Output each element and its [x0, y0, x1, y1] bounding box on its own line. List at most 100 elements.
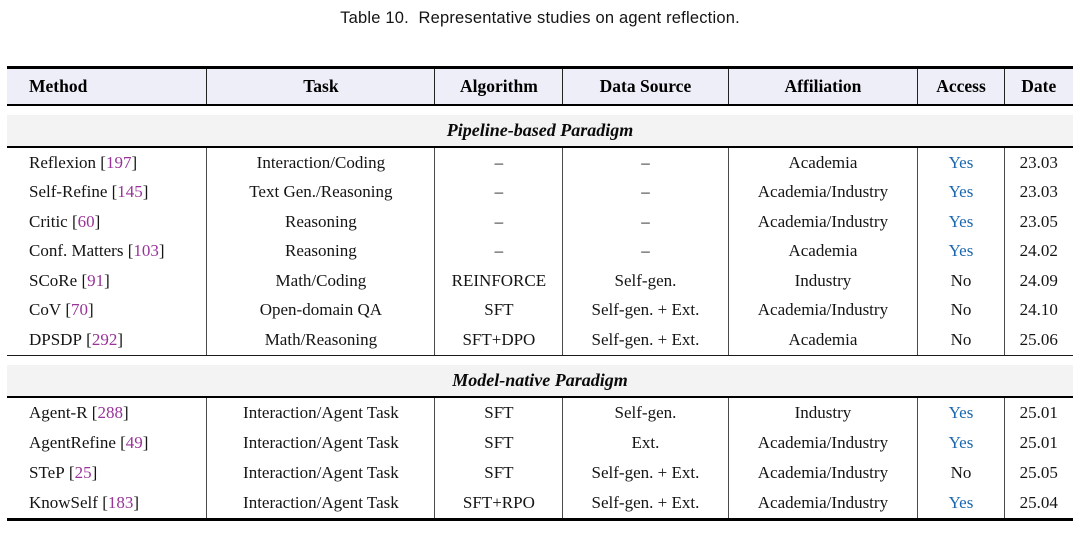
- data-source-value: –: [641, 241, 650, 261]
- affiliation-cell: Academia: [727, 325, 918, 355]
- data-source-value: Self-gen. + Ext.: [591, 462, 700, 482]
- affiliation-cell: Academia/Industry: [727, 457, 918, 488]
- column-header-access: Access: [917, 69, 1003, 104]
- date-value: 24.02: [1019, 241, 1058, 261]
- access-value: No: [950, 270, 972, 290]
- date-value: 24.10: [1019, 300, 1058, 320]
- method-name: Conf. Matters: [29, 241, 124, 261]
- access-yes-link[interactable]: Yes: [948, 402, 974, 422]
- data-source-value: –: [641, 152, 650, 172]
- algorithm-value: –: [494, 182, 504, 202]
- method-cell: Conf. Matters [103]: [29, 241, 165, 261]
- access-yes-link[interactable]: Yes: [948, 432, 974, 452]
- affiliation-cell: Academia/Industry: [727, 427, 918, 458]
- affiliation-cell: Industry: [727, 266, 918, 296]
- access-cell: No: [917, 325, 1003, 355]
- task-cell: Open-domain QA: [206, 295, 434, 325]
- access-yes-link[interactable]: Yes: [948, 492, 974, 512]
- citation-link[interactable]: 70: [71, 300, 89, 320]
- algorithm-cell: –: [434, 177, 562, 207]
- method-name: SCoRe: [29, 270, 78, 290]
- method-name: Agent-R: [29, 402, 88, 422]
- method-cell: CoV [70]: [29, 300, 94, 320]
- affiliation-value: Academia/Industry: [757, 462, 889, 482]
- algorithm-cell: –: [434, 207, 562, 237]
- task-cell: Text Gen./Reasoning: [206, 177, 434, 207]
- affiliation-cell: Academia: [727, 148, 918, 178]
- access-cell: Yes: [917, 148, 1003, 178]
- access-cell: Yes: [917, 397, 1003, 428]
- algorithm-value: SFT: [484, 300, 514, 320]
- citation-link[interactable]: 292: [91, 329, 118, 349]
- access-value: No: [950, 300, 972, 320]
- citation-link[interactable]: 197: [105, 152, 132, 172]
- task-cell: Interaction/Agent Task: [206, 457, 434, 488]
- citation-link[interactable]: 145: [117, 182, 143, 202]
- method-name: KnowSelf: [29, 492, 98, 512]
- method-name: AgentRefine: [29, 432, 116, 452]
- data-source-cell: –: [562, 148, 727, 178]
- citation-link[interactable]: 183: [107, 492, 134, 512]
- citation-link[interactable]: 60: [77, 211, 95, 231]
- access-yes-link[interactable]: Yes: [948, 211, 974, 231]
- algorithm-cell: –: [434, 236, 562, 266]
- access-yes-link[interactable]: Yes: [948, 152, 974, 172]
- affiliation-cell: Academia/Industry: [727, 295, 918, 325]
- data-source-value: Self-gen. + Ext.: [591, 300, 700, 320]
- table-section-rows: Reflexion [197]Interaction/Coding––Acade…: [7, 148, 1073, 356]
- data-source-value: Self-gen.: [614, 402, 677, 422]
- algorithm-cell: SFT+DPO: [434, 325, 562, 355]
- affiliation-value: Academia: [788, 152, 858, 172]
- column-header-affiliation: Affiliation: [727, 69, 918, 104]
- date-value: 23.03: [1019, 182, 1058, 202]
- affiliation-value: Academia/Industry: [757, 300, 889, 320]
- date-cell: 24.09: [1003, 266, 1073, 296]
- affiliation-value: Academia: [788, 329, 858, 349]
- access-yes-link[interactable]: Yes: [948, 241, 974, 261]
- task-value: Text Gen./Reasoning: [249, 182, 393, 202]
- affiliation-cell: Academia: [727, 236, 918, 266]
- data-source-cell: –: [562, 236, 727, 266]
- method-name: Self-Refine: [29, 182, 108, 202]
- access-cell: No: [917, 266, 1003, 296]
- task-value: Interaction/Agent Task: [243, 492, 399, 512]
- method-cell: KnowSelf [183]: [29, 492, 140, 512]
- method-name: Critic: [29, 211, 68, 231]
- citation-link[interactable]: 288: [97, 402, 123, 422]
- affiliation-cell: Academia/Industry: [727, 487, 918, 518]
- data-source-cell: –: [562, 177, 727, 207]
- date-value: 24.09: [1019, 270, 1058, 290]
- data-source-cell: Ext.: [562, 427, 727, 458]
- algorithm-cell: SFT: [434, 427, 562, 458]
- table-row: Reflexion [197]Interaction/Coding––Acade…: [7, 148, 1073, 178]
- column-header-algorithm: Algorithm: [434, 69, 562, 104]
- access-yes-link[interactable]: Yes: [948, 182, 974, 202]
- algorithm-value: SFT: [484, 432, 514, 452]
- citation-link[interactable]: 25: [74, 462, 92, 482]
- task-value: Math/Coding: [275, 270, 367, 290]
- algorithm-cell: –: [434, 148, 562, 178]
- task-value: Interaction/Agent Task: [243, 432, 399, 452]
- task-value: Interaction/Agent Task: [243, 462, 399, 482]
- algorithm-value: SFT+DPO: [462, 329, 536, 349]
- citation-link[interactable]: 91: [87, 270, 105, 290]
- affiliation-value: Academia: [788, 241, 858, 261]
- task-value: Reasoning: [284, 211, 357, 231]
- task-value: Open-domain QA: [259, 300, 383, 320]
- method-name: Reflexion: [29, 152, 97, 172]
- section-band-model-native-paradigm: Model-native Paradigm: [7, 364, 1073, 398]
- citation-link[interactable]: 49: [125, 432, 143, 452]
- affiliation-value: Academia/Industry: [757, 211, 889, 231]
- date-cell: 25.01: [1003, 397, 1073, 428]
- method-cell: STeP [25]: [29, 462, 98, 482]
- citation-link[interactable]: 103: [133, 241, 159, 261]
- task-cell: Interaction/Coding: [206, 148, 434, 178]
- access-cell: Yes: [917, 177, 1003, 207]
- affiliation-cell: Industry: [727, 397, 918, 428]
- data-source-value: Self-gen. + Ext.: [591, 329, 700, 349]
- access-value: No: [950, 329, 972, 349]
- method-name: CoV: [29, 300, 62, 320]
- section-label: Pipeline-based Paradigm: [446, 120, 634, 140]
